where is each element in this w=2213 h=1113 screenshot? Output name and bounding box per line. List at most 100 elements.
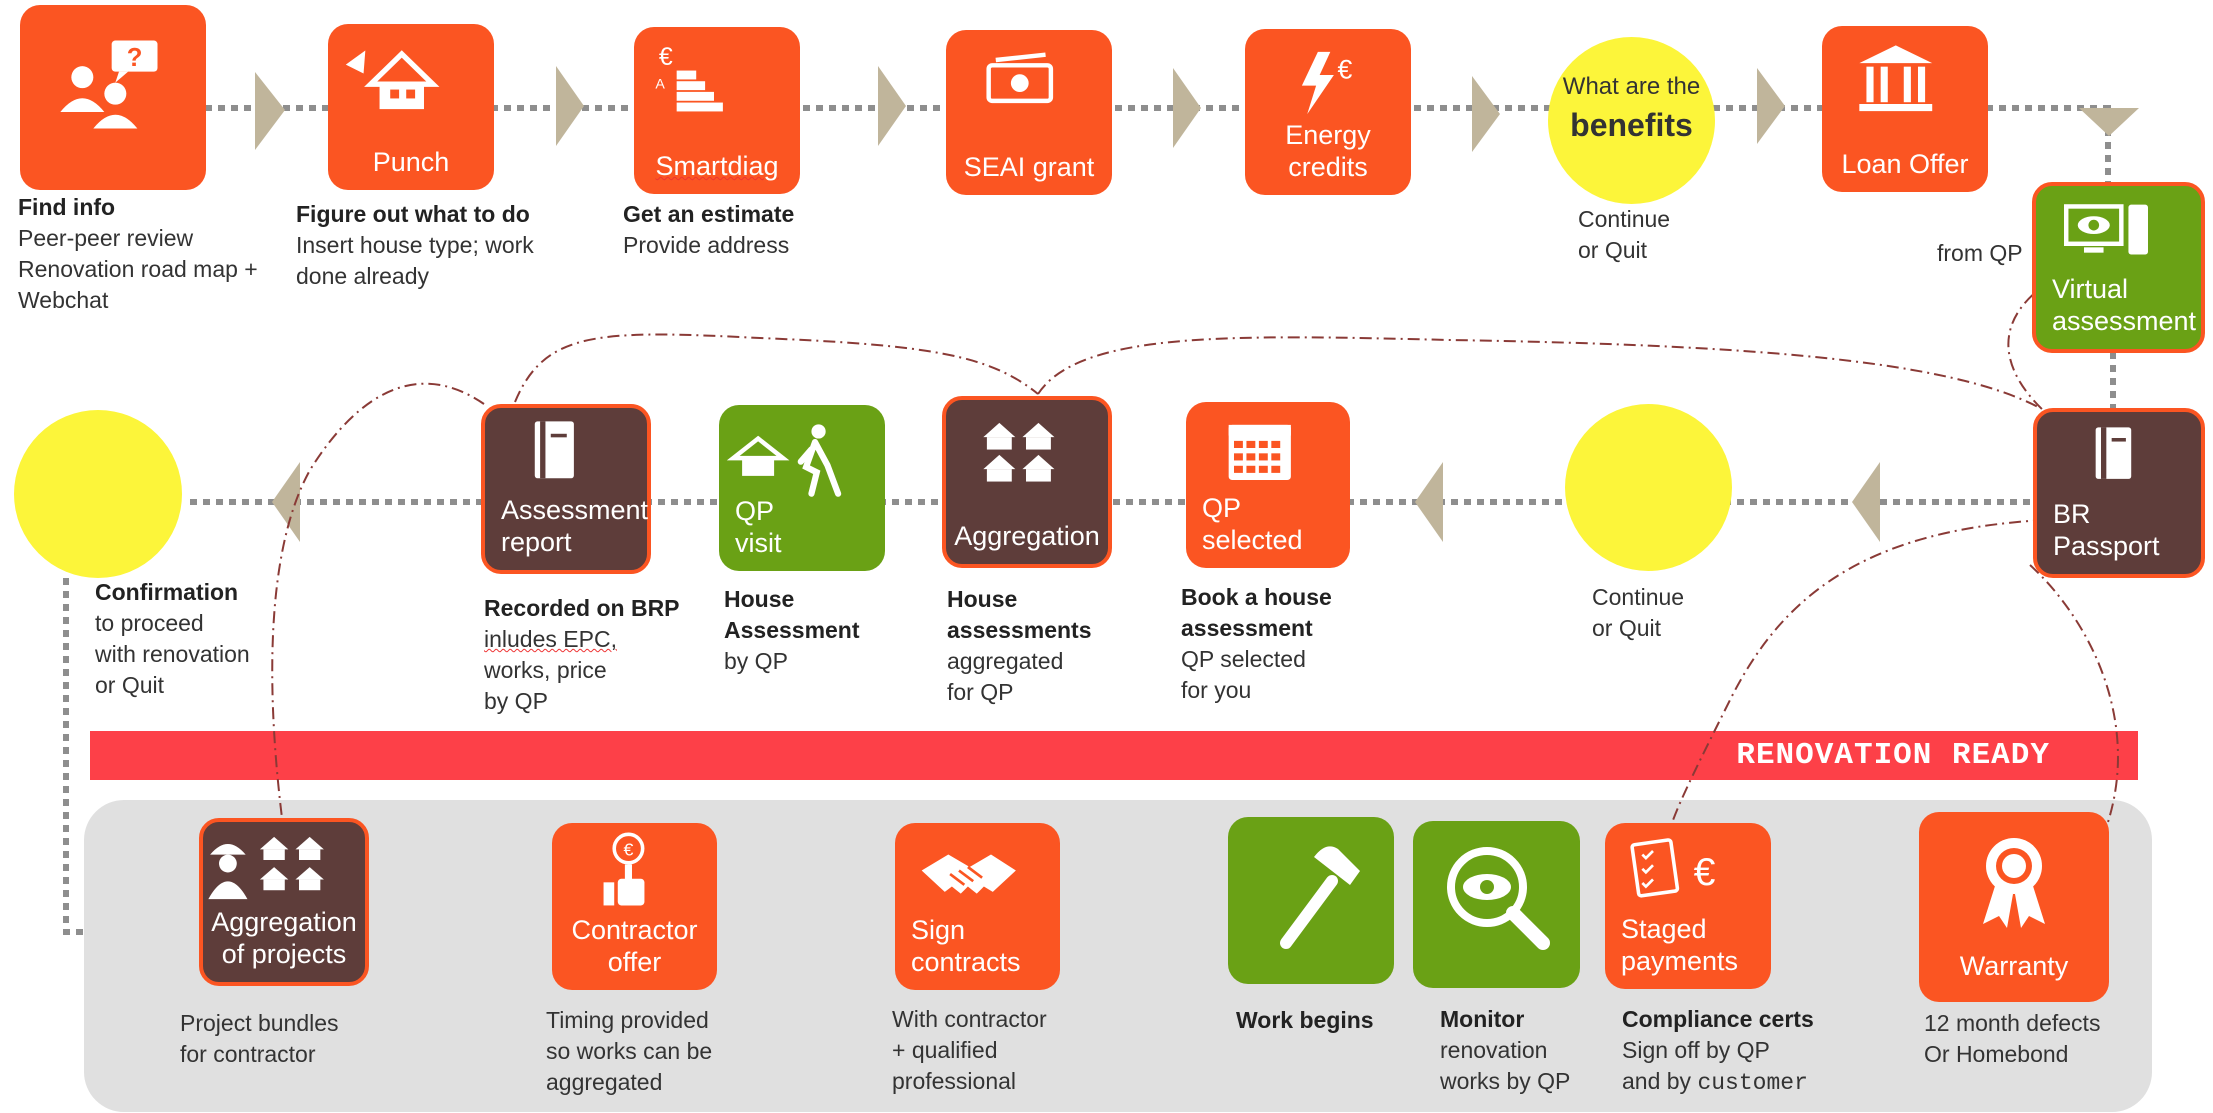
monitor-node[interactable] xyxy=(1413,821,1580,988)
caption-line: Or Homebond xyxy=(1924,1041,2069,1067)
caption-line: Webchat xyxy=(18,287,109,313)
aggregation-projects-caption: Project bundles for contractor xyxy=(180,1008,410,1070)
confirmation-circle[interactable] xyxy=(14,410,182,578)
arrow-right xyxy=(255,72,285,150)
confirmation-caption: Confirmation to proceed with renovation … xyxy=(95,577,315,701)
energy-rating-icon: € A xyxy=(655,43,723,112)
qp-visit-node[interactable]: QP visit xyxy=(719,405,885,571)
seai-grant-node[interactable]: SEAI grant xyxy=(946,30,1112,195)
sign-contracts-caption: With contractor + qualified professional xyxy=(892,1004,1122,1097)
aggregation-node[interactable]: Aggregation xyxy=(942,396,1112,568)
assessment-report-node[interactable]: Assessment report xyxy=(481,404,651,574)
caption-line: + qualified xyxy=(892,1037,998,1063)
caption-title: Recorded on BRP xyxy=(484,595,680,621)
warranty-caption: 12 month defects Or Homebond xyxy=(1924,1008,2164,1070)
caption-line: with renovation xyxy=(95,641,250,667)
sign-contracts-node[interactable]: Sign contracts xyxy=(895,823,1060,990)
label-line: QP xyxy=(1202,493,1242,523)
caption-line: Continue xyxy=(1578,206,1671,232)
caption-line: inludes EPC, xyxy=(484,626,617,652)
contractor-offer-caption: Timing provided so works can be aggregat… xyxy=(546,1005,776,1098)
qp-visit-caption: House Assessment by QP xyxy=(724,584,924,677)
label-line: Virtual xyxy=(2052,274,2129,304)
arrow-right xyxy=(556,66,584,146)
label-line: of projects xyxy=(221,939,347,969)
assessment-report-label: Assessment report xyxy=(501,494,648,558)
from-qp-caption: from QP xyxy=(1937,240,2023,266)
euro-symbol: € xyxy=(659,43,673,71)
caption-title: Figure out what to do xyxy=(296,201,530,227)
label-line: payments xyxy=(1621,946,1739,976)
caption-title: Monitor xyxy=(1440,1006,1525,1032)
aggregation-label: Aggregation xyxy=(954,521,1100,551)
bolt-euro-icon: € xyxy=(1301,51,1352,115)
contractor-offer-node[interactable]: € Contractor offer xyxy=(552,823,717,990)
svg-text:?: ? xyxy=(127,44,143,72)
walker-house-icon xyxy=(726,424,842,497)
caption-title: Compliance certs xyxy=(1622,1006,1814,1032)
loan-offer-label: Loan Offer xyxy=(1841,149,1969,179)
caption-line: Sign off by QP xyxy=(1622,1037,1770,1063)
arrow-right xyxy=(878,66,906,146)
aggregation-projects-node[interactable]: Aggregation of projects xyxy=(199,818,369,986)
arrow-left xyxy=(1852,462,1880,542)
benefits-circle[interactable]: What are the benefits xyxy=(1548,37,1715,204)
label-line: offer xyxy=(607,947,662,977)
label-line: report xyxy=(501,527,572,557)
caption-title: House xyxy=(724,586,795,612)
find-info-node[interactable]: ? xyxy=(20,5,206,190)
staged-payments-node[interactable]: € Staged payments xyxy=(1605,823,1771,989)
caption-title: Confirmation xyxy=(95,579,239,605)
caption-line: renovation xyxy=(1440,1037,1548,1063)
caption-title: Get an estimate xyxy=(623,201,795,227)
euro-symbol: € xyxy=(1337,55,1352,85)
contractor-offer-label: Contractor offer xyxy=(558,914,711,978)
caption-line: aggregated xyxy=(947,648,1064,674)
staged-payments-label: Staged payments xyxy=(1621,913,1765,977)
caption-line: With contractor xyxy=(892,1006,1047,1032)
br-passport-node[interactable]: BR Passport xyxy=(2033,408,2205,578)
smartdiag-node[interactable]: € A Smartdiag xyxy=(634,27,800,194)
work-begins-caption: Work begins xyxy=(1236,1005,1436,1036)
warranty-label: Warranty xyxy=(1959,951,2069,981)
work-begins-node[interactable] xyxy=(1228,817,1394,984)
arrow-left xyxy=(1415,462,1443,542)
caption-title: House xyxy=(947,586,1018,612)
customer-word: customer xyxy=(1697,1070,1808,1096)
label-line: Staged xyxy=(1621,914,1707,944)
label-line: Contractor xyxy=(571,915,698,945)
house-icon xyxy=(345,50,440,110)
book-icon xyxy=(534,421,574,479)
caption-line: aggregated xyxy=(546,1069,663,1095)
punch-label: Punch xyxy=(372,147,450,177)
virtual-assessment-node[interactable]: Virtual assessment xyxy=(2032,182,2205,353)
renovation-ready-label: RENOVATION READY xyxy=(1736,738,2050,773)
smartdiag-caption: Get an estimate Provide address xyxy=(623,199,883,261)
caption-title: assessment xyxy=(1181,615,1313,641)
sign-contracts-label: Sign contracts xyxy=(911,914,1054,978)
continue-caption: Continue or Quit xyxy=(1592,582,1752,644)
caption-line: Continue xyxy=(1592,584,1685,610)
label-line: BR xyxy=(2053,499,2091,529)
continue-circle[interactable] xyxy=(1565,404,1732,571)
caption-text: and by xyxy=(1622,1068,1692,1094)
arrow-down xyxy=(2079,108,2139,136)
caption-line: by QP xyxy=(484,688,548,714)
energy-credits-node[interactable]: € Energy credits xyxy=(1245,29,1411,195)
banknote-icon xyxy=(986,52,1054,104)
houses-icon xyxy=(983,422,1055,482)
arrow-right xyxy=(1472,76,1500,152)
warranty-node[interactable]: Warranty xyxy=(1919,812,2109,1002)
punch-node[interactable]: Punch xyxy=(328,24,494,190)
caption-line: for contractor xyxy=(180,1041,316,1067)
assessment-report-caption: Recorded on BRP inludes EPC, works, pric… xyxy=(484,593,704,717)
calendar-icon xyxy=(1228,424,1291,480)
caption-line: so works can be xyxy=(546,1038,713,1064)
loan-offer-node[interactable]: Loan Offer xyxy=(1822,26,1988,192)
benefits-line2: benefits xyxy=(1570,107,1693,143)
caption-line: by QP xyxy=(724,648,788,674)
caption-line: works, price xyxy=(484,657,607,683)
qp-selected-node[interactable]: QP selected xyxy=(1186,402,1350,568)
caption-line: works by QP xyxy=(1440,1068,1571,1094)
benefits-line1: What are the xyxy=(1562,73,1701,100)
